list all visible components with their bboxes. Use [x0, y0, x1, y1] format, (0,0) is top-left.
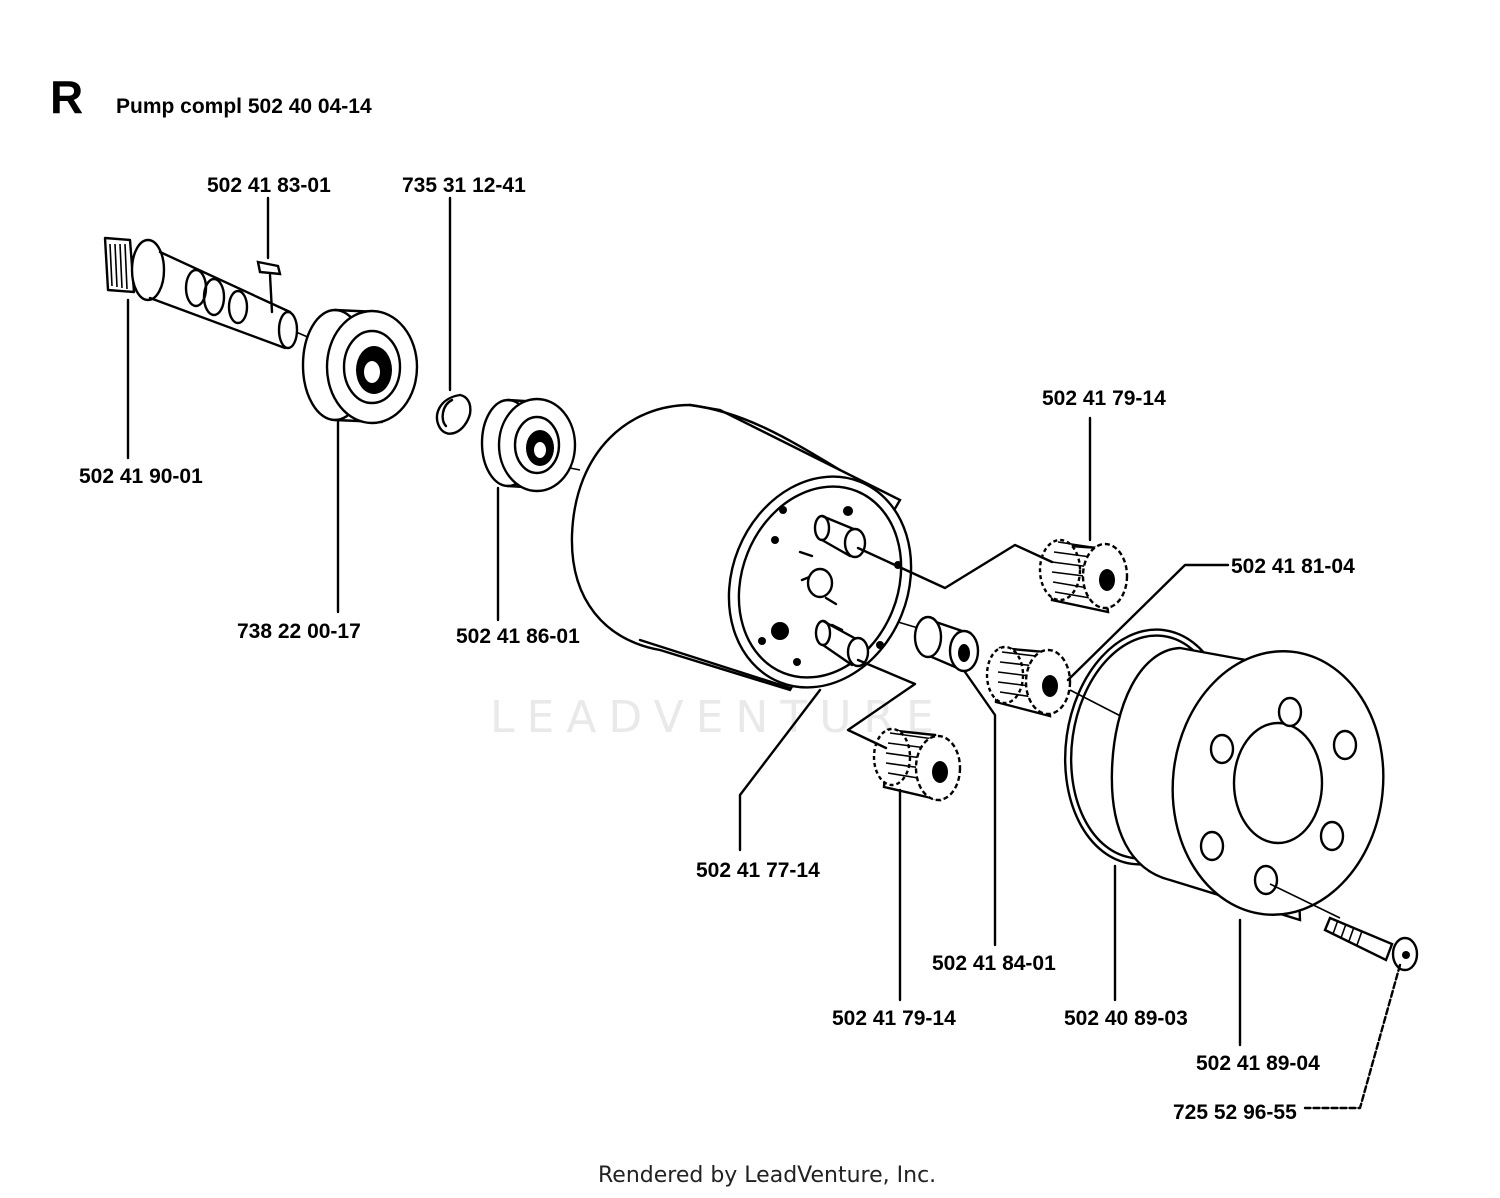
- screw-drawing: [1323, 916, 1419, 972]
- gear-upper-drawing: [1038, 538, 1129, 614]
- gear-lower-drawing: [872, 727, 962, 802]
- watermark-text: LEADVENTURE: [490, 692, 946, 743]
- label-gear-upper: 502 41 79-14: [1042, 387, 1166, 410]
- cover-drawing: [1110, 646, 1385, 922]
- label-ring: 735 31 12-41: [402, 174, 526, 197]
- small-bearing-drawing: [480, 397, 577, 493]
- pump-housing-drawing: [570, 403, 913, 692]
- label-shaft: 502 41 90-01: [79, 465, 203, 488]
- label-bushing: 502 41 84-01: [932, 952, 1056, 975]
- footer-credit: Rendered by LeadVenture, Inc.: [598, 1163, 936, 1188]
- section-letter: R: [50, 71, 83, 123]
- label-screw: 725 52 96-55: [1173, 1101, 1297, 1124]
- gear-center-drawing: [985, 645, 1072, 718]
- part-labels: 502 41 83-01 735 31 12-41 502 41 90-01 7…: [79, 174, 1355, 1124]
- key-drawing: [256, 260, 282, 276]
- label-large-bearing: 738 22 00-17: [237, 620, 361, 643]
- label-o-ring: 502 40 89-03: [1064, 1007, 1188, 1030]
- ring-drawing: [435, 393, 472, 435]
- label-key: 502 41 83-01: [207, 174, 331, 197]
- label-gear-center: 502 41 81-04: [1231, 555, 1355, 578]
- leader-lines: [126, 196, 1402, 1110]
- label-gear-lower: 502 41 79-14: [832, 1007, 956, 1030]
- page-title: Pump compl 502 40 04-14: [116, 95, 372, 118]
- shaft-drawing: [103, 236, 311, 350]
- label-pump-housing: 502 41 77-14: [696, 859, 820, 882]
- label-cover: 502 41 89-04: [1196, 1052, 1320, 1075]
- label-small-bearing: 502 41 86-01: [456, 625, 580, 648]
- bushing-drawing: [913, 615, 980, 673]
- large-bearing-drawing: [301, 308, 419, 425]
